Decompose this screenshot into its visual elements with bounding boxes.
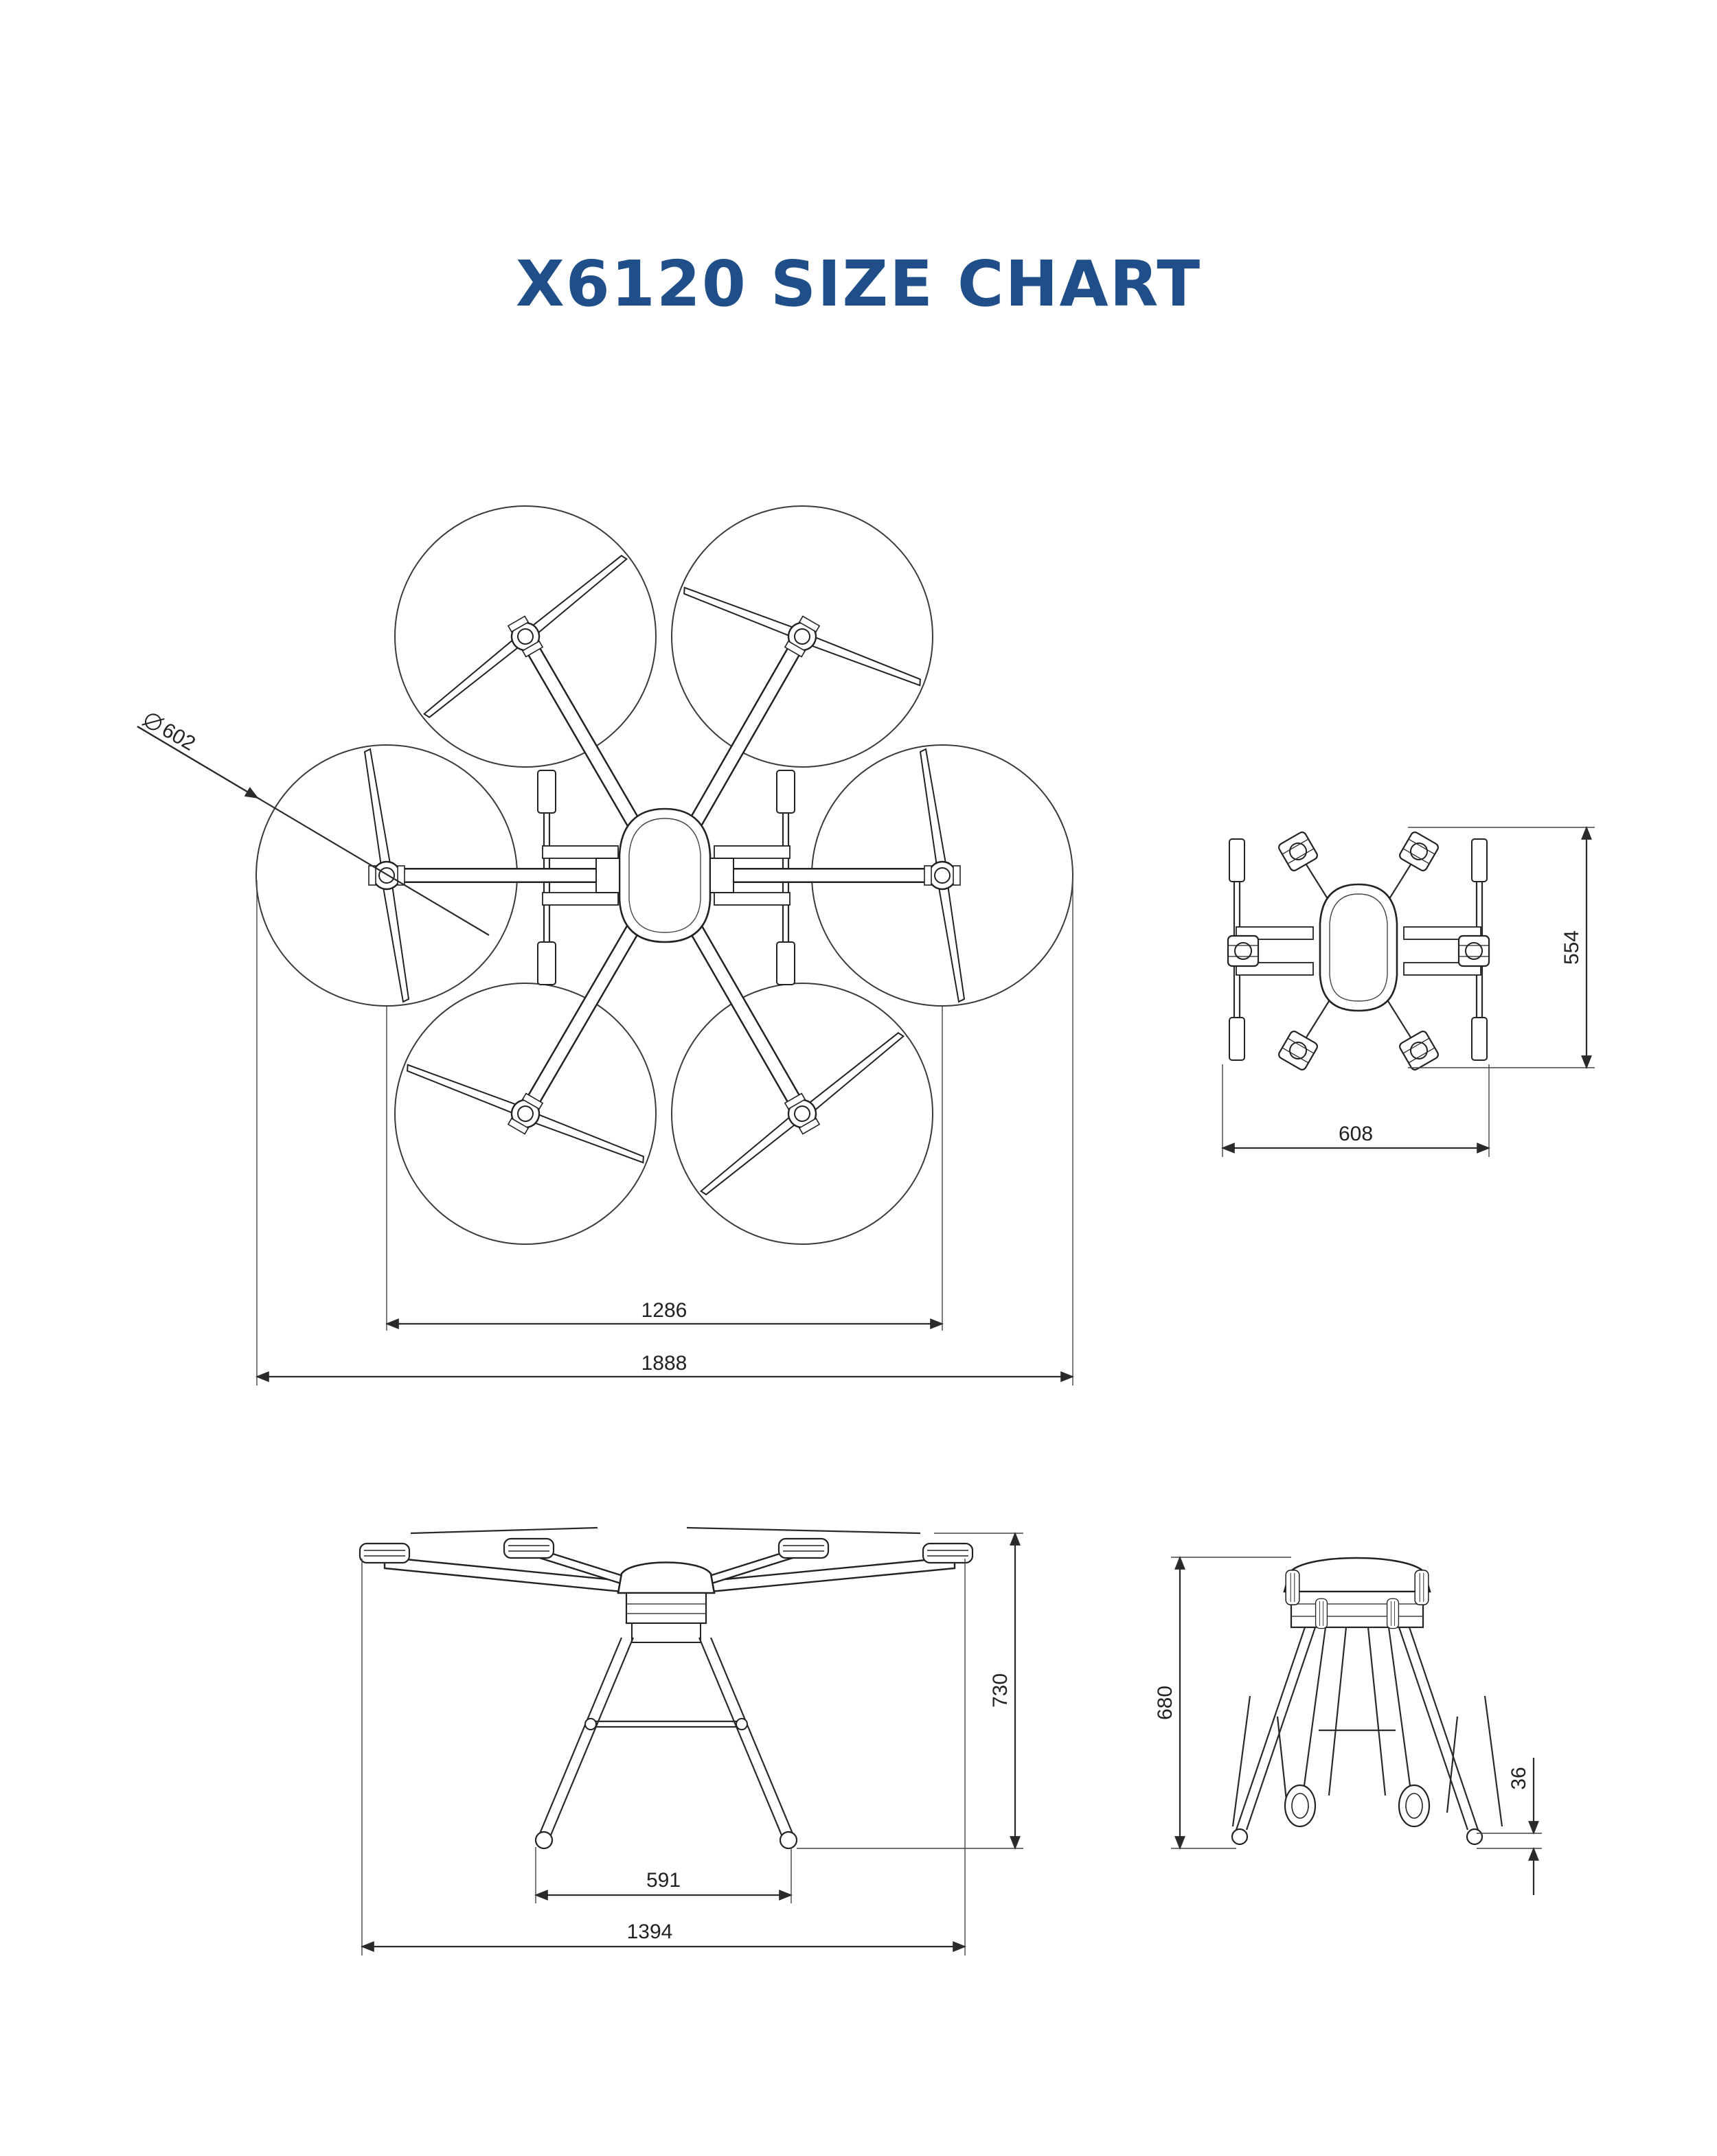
side-view: 680 36 [1154, 1556, 1542, 1895]
overall-span-label: 1888 [641, 1352, 687, 1375]
side-foot-label: 36 [1508, 1767, 1530, 1789]
front-overall-span-label: 1394 [627, 1920, 673, 1943]
top-central-body [595, 807, 734, 943]
folded-width-label: 608 [1339, 1123, 1373, 1145]
side-height-label: 680 [1154, 1686, 1176, 1720]
prop-disc-upper-right [671, 505, 933, 768]
front-height-label: 730 [989, 1673, 1012, 1708]
prop-disc-lower-right [671, 983, 933, 1245]
page-title: X6120 SIZE CHART [515, 247, 1202, 321]
front-view: 730 591 1394 [359, 1526, 1023, 1956]
inner-span-label: 1286 [641, 1299, 687, 1322]
folded-view: 554 608 [1221, 826, 1595, 1157]
prop-disc-lower-left [394, 983, 657, 1245]
prop-diameter-annotation: 602 [137, 713, 490, 936]
folded-height-label: 554 [1560, 930, 1583, 965]
top-span-dimensions: 1286 1888 [255, 880, 1074, 1386]
leg-span-label: 591 [646, 1869, 681, 1892]
prop-disc-upper-left [394, 505, 657, 768]
top-view: 602 1286 1888 [137, 505, 1074, 1386]
prop-diameter-label: 602 [158, 718, 199, 755]
